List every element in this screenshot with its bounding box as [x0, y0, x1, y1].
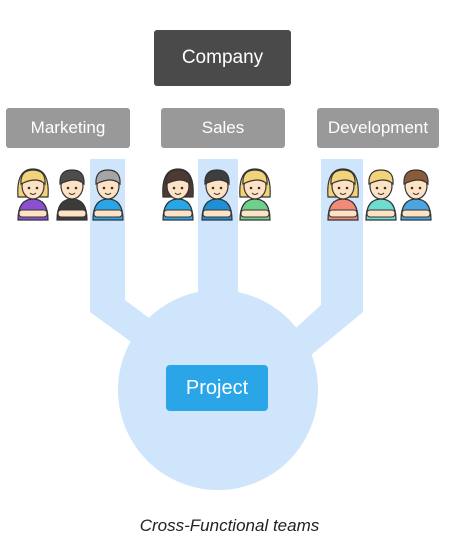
team-member-avatar	[17, 168, 49, 221]
team-member-avatar	[162, 168, 194, 221]
department-development: Development	[317, 108, 439, 148]
team-member-avatar	[201, 169, 233, 221]
project-box: Project	[166, 365, 268, 411]
team-member-avatar	[365, 169, 397, 221]
department-sales: Sales	[161, 108, 285, 148]
department-marketing: Marketing	[6, 108, 130, 148]
people-group	[17, 168, 432, 221]
team-member-avatar	[56, 169, 88, 221]
team-member-avatar	[92, 169, 124, 221]
company-box: Company	[154, 30, 291, 86]
team-member-avatar	[400, 169, 432, 221]
diagram-caption: Cross-Functional teams	[139, 516, 320, 535]
team-member-avatar	[239, 168, 271, 221]
team-member-avatar	[327, 168, 359, 221]
